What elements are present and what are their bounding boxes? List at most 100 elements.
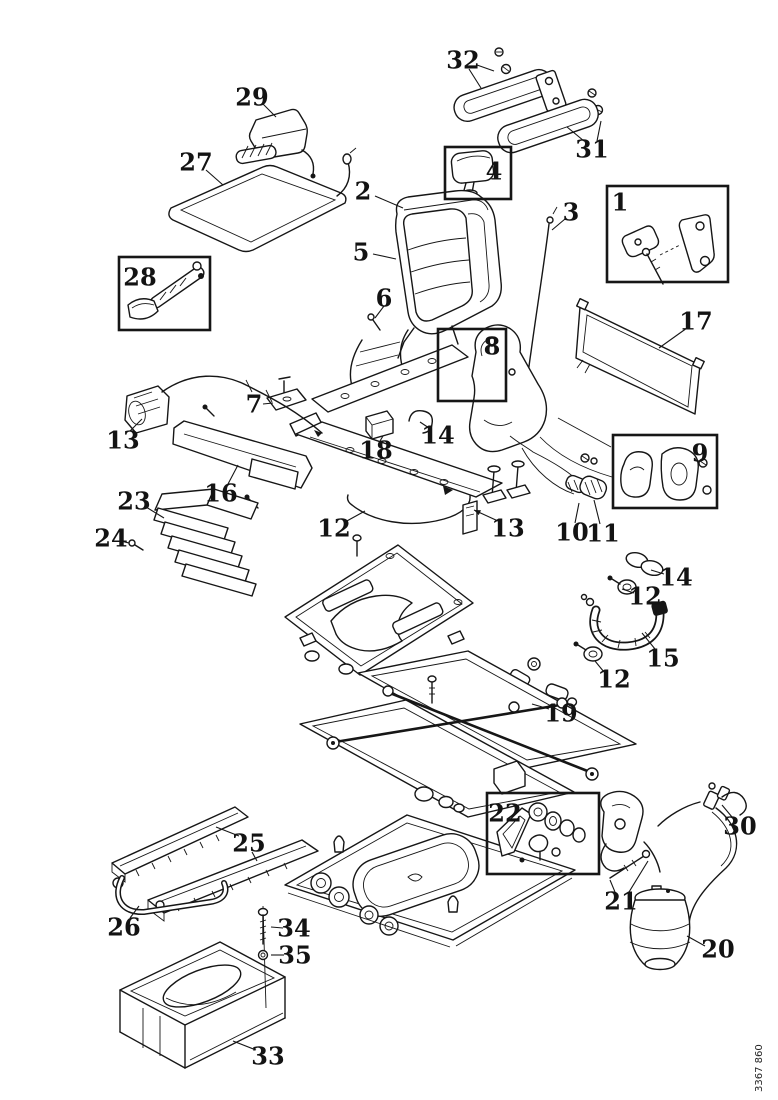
backrest-cushion [394,189,502,359]
callout-label-9: 9 [692,439,709,468]
grommet-12-upper [607,575,637,595]
leader-line-6 [374,305,385,319]
callout-label-30: 30 [723,812,756,841]
callout-label-7: 7 [246,390,263,419]
leader-line-27 [205,169,224,186]
callout-label-26: 26 [107,913,140,942]
inset-box-1 [605,184,730,284]
seat-base-frame [289,324,613,498]
leader-line-14 [650,569,665,575]
callout-label-22: 22 [488,799,521,828]
leader-arrowhead-13 [474,510,481,516]
leader-line-26 [129,905,140,919]
inset-box-9 [611,433,719,510]
leader-line-29 [261,102,277,118]
leader-line-12 [344,510,366,523]
callout-label-32: 32 [446,46,479,75]
callout-label-35: 35 [278,941,311,970]
screw-24 [128,539,144,551]
callout-label-28: 28 [123,263,156,292]
callout-label-24: 24 [94,524,127,553]
callout-label-14: 14 [659,563,692,592]
callout-label-33: 33 [251,1042,284,1071]
callout-label-15: 15 [646,644,679,673]
wire-harness-15 [580,593,668,651]
adjust-handle-26 [115,875,229,915]
leader-line-21 [609,879,616,893]
callout-label-20: 20 [701,935,734,964]
leader-line-10 [574,502,580,524]
base-box-33 [119,941,286,1069]
callout-label-5: 5 [353,238,370,267]
leader-line-33 [232,1040,257,1051]
callout-label-12: 12 [628,582,661,611]
actuator-motor-13-left [124,375,323,437]
leader-line-14 [419,421,430,429]
leader-line-11 [593,499,601,525]
leader-line-25 [251,851,258,862]
leader-line-23 [145,506,165,519]
callout-label-19: 19 [544,699,577,728]
callout-label-18: 18 [359,436,392,465]
callout-label-3: 3 [563,198,580,227]
inset-1-latch-brackets [621,214,715,285]
callout-label-25: 25 [232,829,265,858]
clamp-part-14-center [408,410,433,434]
inset-28-strap [127,261,205,320]
callout-label-4: 4 [486,157,503,186]
heater-pad [168,147,357,253]
callout-label-31: 31 [575,135,608,164]
bellows-23 [153,488,259,597]
callout-label-13: 13 [491,514,524,543]
callout-label-11: 11 [586,519,619,548]
callout-label-10: 10 [555,518,588,547]
inset-22-pivot-parts [496,802,586,863]
air-fitting-30 [657,782,747,926]
leader-line-12 [594,660,605,673]
leader-line-19 [531,703,550,710]
leader-line-32 [476,64,495,72]
air-spring-20 [629,885,691,971]
leader-line-13 [129,418,143,432]
leader-line-30 [721,804,733,818]
seat-pan [284,814,576,948]
valve-21 [600,790,661,879]
leader-line-5 [372,253,397,260]
leader-line-7 [262,402,274,405]
callout-label-6: 6 [376,284,393,313]
leader-line-17 [658,327,688,349]
callout-label-27: 27 [179,148,212,177]
armrest-lower [497,98,599,154]
callout-label-16: 16 [204,479,237,508]
lumbar-switch-unit [235,108,316,179]
connectors-10-11 [565,453,608,500]
mount-stands-13-center [443,460,531,535]
leader-line-2 [374,195,404,209]
callout-label-12: 12 [317,514,350,543]
guide-pin-part-7 [266,376,307,411]
inset-boxes [117,145,730,876]
leader-line-34 [270,926,284,929]
back-panel [575,297,705,415]
suspension-top-plate [284,534,474,676]
callout-label-13: 13 [106,426,139,455]
leader-line-12 [621,588,635,594]
leader-line-18 [379,435,384,442]
leader-line-3 [551,218,566,231]
callout-label-34: 34 [277,914,310,943]
leader-line-20 [686,935,706,947]
scissor-linkage [299,650,637,818]
trim-valance-16 [172,404,313,509]
inset-9-brackets [620,447,712,501]
grommet-12-lower [573,641,603,662]
callout-label-8: 8 [484,332,501,361]
leader-line-15 [641,632,656,650]
cube-part-18 [365,410,394,440]
leader-line-31 [566,126,585,142]
inset-box-4 [443,145,513,201]
inset-box-28 [117,255,212,332]
callout-label-12: 12 [597,665,630,694]
callout-leader-lines [120,64,733,1051]
